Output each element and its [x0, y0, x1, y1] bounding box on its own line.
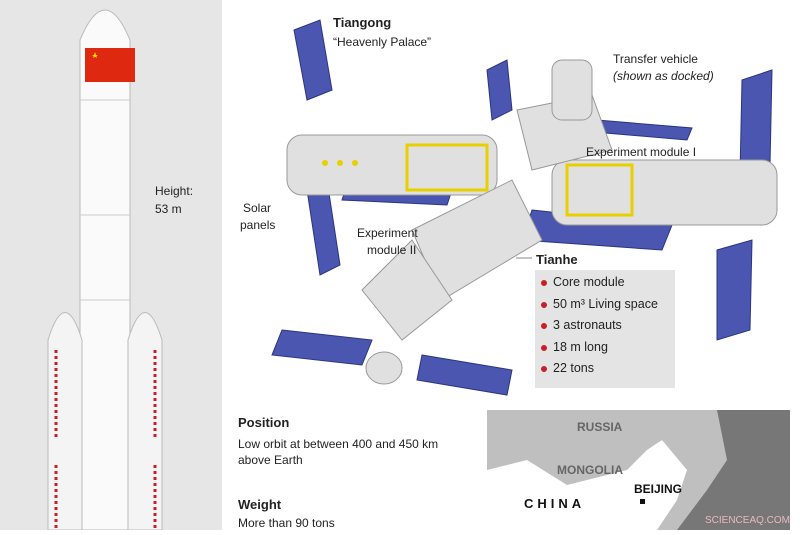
weight-text: More than 90 tons — [238, 516, 335, 530]
station-subtitle: “Heavenly Palace” — [333, 35, 432, 49]
station-diagram — [271, 19, 778, 396]
height-label: Height: — [155, 184, 194, 198]
experiment-module-2-label: Experiment — [357, 226, 418, 240]
watermark: SCIENCEAQ.COM — [705, 515, 790, 526]
sea-region — [677, 410, 790, 530]
weight-heading: Weight — [238, 497, 282, 512]
map-label-china: CHINA — [524, 496, 586, 511]
fact-item: Core module — [535, 275, 675, 297]
fact-item: 3 astronauts — [535, 318, 675, 340]
china-region — [487, 440, 687, 530]
tianhe-facts: Core module 50 m³ Living space 3 astrona… — [535, 270, 675, 388]
experiment-module-2-label-2: module II — [367, 243, 417, 257]
map-label-mongolia: MONGOLIA — [557, 463, 623, 477]
solar-panel — [593, 119, 693, 141]
map-label-beijing: BEIJING — [634, 482, 683, 496]
station-name: Tiangong — [333, 15, 392, 30]
fact-item: 50 m³ Living space — [535, 297, 675, 319]
solar-panels-label: Solar — [243, 201, 272, 215]
tianhe-title: Tianhe — [536, 252, 578, 267]
transfer-vehicle-label: Transfer vehicle — [613, 52, 698, 66]
fact-item: 22 tons — [535, 361, 675, 383]
solar-panels-label-2: panels — [240, 218, 276, 232]
transfer-vehicle — [551, 59, 593, 121]
rocket-illustration — [47, 9, 163, 531]
solar-panel — [716, 239, 753, 341]
fact-item: 18 m long — [535, 340, 675, 362]
china-flag-icon — [85, 48, 135, 82]
experiment-module-1-body — [551, 159, 778, 226]
map: RUSSIA MONGOLIA CHINA BEIJING SCIENCEAQ.… — [487, 410, 790, 530]
transfer-vehicle-note: (shown as docked) — [613, 69, 714, 83]
map-label-russia: RUSSIA — [577, 420, 623, 434]
beijing-marker-icon — [640, 499, 645, 504]
experiment-module-1-label: Experiment module I — [586, 145, 697, 159]
solar-panel — [739, 69, 773, 176]
height-value: 53 m — [155, 202, 182, 216]
solar-panel — [293, 19, 333, 101]
position-heading: Position — [238, 415, 290, 430]
solar-panel — [271, 329, 373, 366]
position-text-2: above Earth — [238, 453, 303, 467]
position-text: Low orbit at between 400 and 450 km — [238, 437, 439, 451]
rocket-panel: Height: 53 m — [0, 0, 222, 531]
solar-panel — [486, 59, 513, 121]
solar-panel — [416, 354, 513, 396]
experiment-module-2-body — [286, 134, 498, 196]
